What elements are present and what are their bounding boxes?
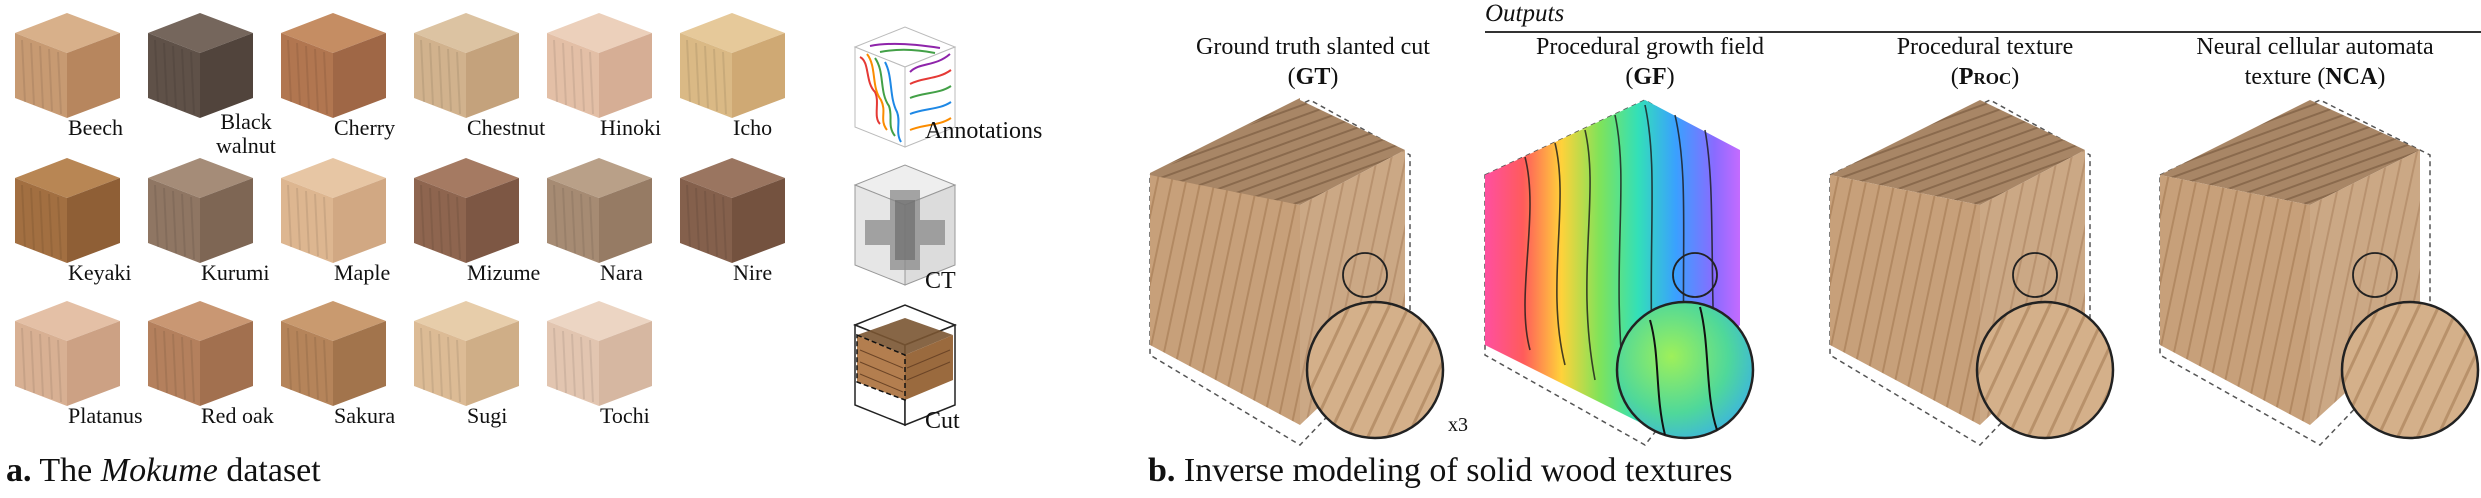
wood-cube-image [414,301,519,406]
wood-sample-platanus: Platanus [10,296,160,441]
column-title-gf: Procedural growth field (GF) [1485,32,1815,92]
annotations-cube [845,22,965,157]
wood-sample-nire: Nire [675,153,825,298]
annotations-label: Annotations [925,118,1043,144]
wood-sample-label: Cherry [334,115,396,140]
wood-cube-image [547,158,652,263]
wood-cube-image [148,301,253,406]
caption-a-text-before: The [39,452,93,489]
wood-sample-label: Beech [68,115,123,140]
wood-sample-sugi: Sugi [409,296,559,441]
column-title-proc-bold: Proc [1958,64,2012,90]
wood-sample-cherry: Cherry [276,8,426,153]
wood-sample-kurumi: Kurumi [143,153,293,298]
caption-a: a. The Mokume dataset [6,452,321,490]
wood-cube-image [414,13,519,118]
column-title-nca: Neural cellular automata texture (NCA) [2150,32,2480,92]
wood-cube-image [414,158,519,263]
panel-gf [1484,99,1755,446]
wood-sample-black-walnut: Black walnut [143,8,293,158]
column-title-gt: Ground truth slanted cut (GT) [1148,32,1478,92]
wood-sample-label: Tochi [600,403,650,428]
cut-label: Cut [925,408,960,434]
column-title-proc-line1: Procedural texture [1896,34,2074,60]
wood-sample-label: Sugi [467,403,508,428]
column-title-nca-prefix: texture [2244,64,2312,90]
wood-sample-tochi: Tochi [542,296,692,441]
wood-sample-hinoki: Hinoki [542,8,692,153]
wood-cube-image [547,301,652,406]
wood-cube-image [15,13,120,118]
zoom-factor-label: x3 [1448,414,1468,436]
column-title-nca-line1: Neural cellular automata [2196,34,2434,60]
wood-sample-label: Chestnut [467,115,546,140]
wood-cube-image [15,158,120,263]
wood-sample-red-oak: Red oak [143,296,293,441]
outputs-rule [1485,31,2481,33]
wood-cube-image [680,13,785,118]
wood-cube-image [148,158,253,263]
column-title-gf-line1: Procedural growth field [1536,34,1764,60]
wood-sample-icho: Icho [675,8,825,153]
wood-sample-label: Icho [733,115,773,140]
wood-sample-label: Nire [733,260,773,285]
annotations-cube-illustration [853,26,957,148]
column-title-gt-bold: GT [1295,64,1331,90]
wood-sample-label: Black walnut [216,109,276,158]
wood-sample-maple: Maple [276,153,426,298]
caption-a-italic: Mokume [100,452,218,489]
caption-a-text-after: dataset [226,452,321,489]
cut-cube [845,300,965,445]
wood-cube-image [680,158,785,263]
wood-sample-mizume: Mizume [409,153,559,298]
panel-nca [2159,99,2480,446]
ct-cube [845,160,965,295]
panel-proc [1829,99,2115,446]
wood-sample-label: Hinoki [600,115,662,140]
caption-b: b. Inverse modeling of solid wood textur… [1148,452,1733,490]
wood-sample-label: Nara [600,260,643,285]
wood-sample-label: Kurumi [201,260,270,285]
caption-b-letter: b. [1148,452,1176,489]
panel-gt [1149,98,1445,446]
wood-sample-label: Keyaki [68,260,132,285]
wood-sample-keyaki: Keyaki [10,153,160,298]
wood-sample-label: Red oak [201,403,274,428]
wood-sample-label: Maple [334,260,391,285]
wood-cube-image [281,158,386,263]
wood-sample-sakura: Sakura [276,296,426,441]
wood-cube-image [281,301,386,406]
wood-cube-image [547,13,652,118]
wood-sample-chestnut: Chestnut [409,8,559,153]
caption-a-letter: a. [6,452,32,489]
caption-b-text: Inverse modeling of solid wood textures [1183,452,1733,489]
wood-sample-label: Platanus [68,403,143,428]
wood-cube-image [15,301,120,406]
wood-sample-label: Mizume [467,260,541,285]
wood-cube-image [281,13,386,118]
ct-label: CT [925,268,956,294]
outputs-figure [1149,98,2480,446]
column-title-nca-bold: NCA [2325,64,2378,90]
ct-cube-illustration [853,164,957,286]
wood-sample-label: Sakura [334,403,396,428]
cut-cube-illustration [852,304,958,427]
wood-sample-beech: Beech [10,8,160,153]
wood-sample-nara: Nara [542,153,692,298]
column-title-gf-bold: GF [1633,64,1667,90]
column-title-gt-line1: Ground truth slanted cut [1196,34,1430,60]
outputs-header: Outputs [1485,0,1565,27]
column-title-proc: Procedural texture (Proc) [1820,32,2150,92]
wood-cube-image [148,13,253,118]
